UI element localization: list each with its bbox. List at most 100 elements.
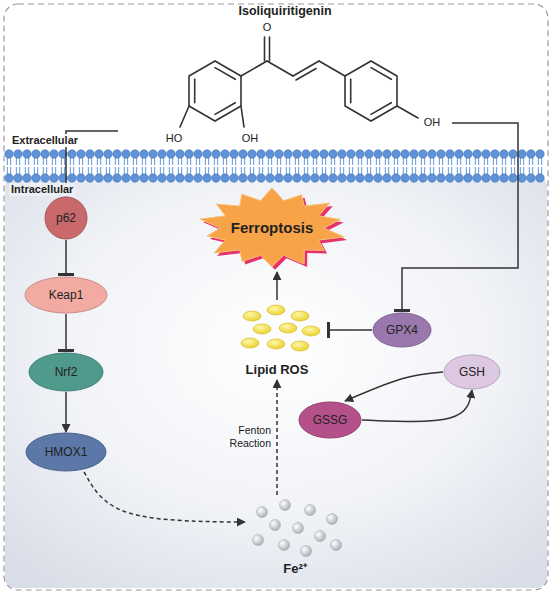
phospholipid [385, 167, 386, 174]
phospholipid [217, 158, 218, 165]
phospholipid [518, 174, 526, 182]
phospholipid [304, 167, 305, 174]
phospholipid [145, 158, 146, 165]
phospholipid [412, 158, 413, 165]
phospholipid [212, 150, 220, 182]
phospholipid [511, 167, 512, 174]
phospholipid [271, 158, 272, 165]
phospholipid [163, 158, 164, 165]
phospholipid [158, 150, 166, 182]
phospholipid [113, 150, 121, 182]
phospholipid [491, 174, 499, 182]
phospholipid [68, 174, 76, 182]
iron-dots [270, 520, 281, 531]
phospholipid [167, 174, 175, 182]
phospholipid [149, 174, 157, 182]
phospholipid [298, 158, 299, 165]
phospholipid [466, 167, 467, 174]
phospholipid [424, 167, 425, 174]
phospholipid [122, 150, 130, 182]
phospholipid [266, 174, 274, 182]
phospholipid [16, 167, 17, 174]
phospholipid [43, 167, 44, 174]
phospholipid [460, 167, 461, 174]
double-bond [194, 79, 196, 102]
phospholipid [23, 174, 31, 182]
phospholipid [259, 158, 260, 165]
phospholipid [527, 174, 535, 182]
phospholipid [32, 174, 40, 182]
phospholipid [187, 158, 188, 165]
phospholipid [52, 158, 53, 165]
phospholipid [113, 174, 121, 182]
phospholipid [320, 150, 328, 158]
phospholipid [82, 167, 83, 174]
phospholipid [541, 167, 542, 174]
phospholipid [86, 150, 94, 158]
inhibition-connector [65, 240, 67, 276]
lipid-ros-dots [291, 311, 309, 321]
phospholipid [442, 158, 443, 165]
phospholipid [86, 174, 94, 182]
phospholipid [352, 158, 353, 165]
phospholipid [437, 150, 445, 158]
phospholipid [160, 167, 161, 174]
phospholipid [403, 167, 404, 174]
phospholipid [86, 150, 94, 182]
phospholipid [275, 174, 283, 182]
phospholipid [223, 158, 224, 165]
phospholipid [478, 158, 479, 165]
phospholipid [208, 158, 209, 165]
single-bond [241, 61, 267, 76]
lipid-ros-dots [279, 323, 297, 333]
phospholipid [50, 150, 58, 182]
phospholipid [401, 150, 409, 182]
phospholipid [442, 167, 443, 174]
phospholipid [464, 150, 472, 182]
phospholipid [484, 167, 485, 174]
phospholipid [383, 174, 391, 182]
phospholipid [500, 150, 508, 158]
phospholipid [23, 150, 31, 158]
phospholipid [358, 167, 359, 174]
phospholipid [415, 167, 416, 174]
phospholipid [257, 150, 265, 182]
cytoplasm-ground [5, 176, 547, 588]
node-shape [373, 313, 431, 347]
phospholipid [403, 158, 404, 165]
phospholipid [397, 167, 398, 174]
node-label: GSSG [313, 413, 348, 427]
double-bond [296, 69, 316, 81]
phospholipid [383, 150, 391, 182]
phospholipid [469, 158, 470, 165]
phospholipid [50, 150, 58, 158]
activation-arrow [345, 372, 443, 401]
phospholipid [178, 158, 179, 165]
node-label: Isoliquiritigenin [238, 4, 331, 19]
phospholipid [133, 158, 134, 165]
node-label: Keap1 [49, 288, 84, 302]
phospholipid [257, 174, 265, 182]
phospholipid [46, 158, 47, 165]
phospholipid [124, 158, 125, 165]
phospholipid [268, 167, 269, 174]
lipid-ros-dots [267, 305, 285, 315]
phospholipid [286, 158, 287, 165]
phospholipid [466, 158, 467, 165]
activation-arrow [84, 472, 245, 522]
phospholipid [464, 150, 472, 158]
phospholipid [419, 150, 427, 182]
phospholipid [154, 158, 155, 165]
phospholipid [401, 174, 409, 182]
phospholipid [482, 174, 490, 182]
phospholipid [140, 174, 148, 182]
atom-label: O [263, 21, 272, 34]
phospholipid [500, 150, 508, 182]
phospholipid [374, 150, 382, 158]
phospholipid [145, 167, 146, 174]
phospholipid [70, 167, 71, 174]
edge-label: Fenton Reaction [203, 424, 271, 449]
node-shape [29, 353, 103, 391]
phospholipid [334, 158, 335, 165]
phospholipid [43, 158, 44, 165]
